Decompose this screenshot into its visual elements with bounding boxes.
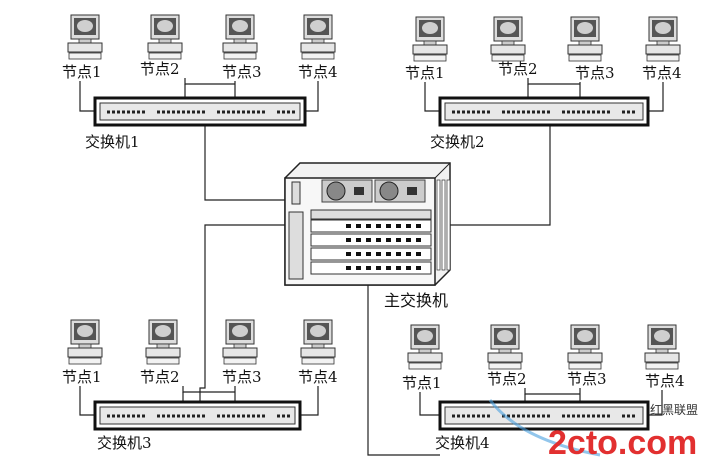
node-1-label: 节点1 [402,374,442,392]
watermark-brand: 2cto.com [548,424,698,462]
node-3-label: 节点3 [575,64,615,82]
node-3-label: 节点3 [222,368,262,386]
watermark-swoosh [488,399,601,457]
cable-switch1-main [204,125,287,201]
computer-icon [300,319,336,365]
computer-icon [67,14,103,60]
node-4-label: 节点4 [642,64,682,82]
switch-icon [438,96,650,127]
cable-switch2-main [450,125,551,226]
watermark-subtitle: 红黑联盟 [650,403,699,417]
cable-node4 [648,82,664,112]
node-4-label: 节点4 [298,63,338,81]
computer-icon [145,319,181,365]
cable-node1 [79,81,95,112]
computer-icon [300,14,336,60]
switch-2-label: 交换机2 [430,133,485,151]
computer-icon [407,324,443,370]
node-2-label: 节点2 [487,370,527,388]
switch-icon [438,400,650,431]
cable-node1 [79,386,95,416]
cable-switch3-main [199,224,287,402]
cable-node1 [419,392,440,416]
cable-node4 [648,390,663,416]
node-2-label: 节点2 [498,60,538,78]
computer-icon [490,16,526,62]
computer-icon [222,319,258,365]
node-3-label: 节点3 [567,370,607,388]
switch-icon [93,96,307,127]
computer-icon [147,14,183,60]
cable-node4 [300,386,319,416]
main-switch-label: 主交换机 [384,291,449,310]
node-4-label: 节点4 [645,372,685,390]
node-1-label: 节点1 [62,63,102,81]
computer-icon [222,14,258,60]
cable-switch4-main [367,285,440,456]
computer-icon [487,324,523,370]
computer-icon [567,16,603,62]
fan-icon [379,181,399,201]
computer-icon [644,324,680,370]
main-switch-icon [284,162,451,286]
computer-icon [567,324,603,370]
switch-4-label: 交换机4 [435,434,490,452]
node-2-label: 节点2 [140,368,180,386]
computer-icon [67,319,103,365]
switch-1-label: 交换机1 [85,133,140,151]
cable-node1 [424,82,440,112]
node-2-label: 节点2 [140,60,180,78]
switch-3-label: 交换机3 [97,434,152,452]
node-3-label: 节点3 [222,63,262,81]
fan-icon [326,181,346,201]
switch-icon [93,400,302,431]
node-1-label: 节点1 [405,64,445,82]
computer-icon [645,16,681,62]
node-4-label: 节点4 [298,368,338,386]
cable-node4 [305,81,319,112]
computer-icon [412,16,448,62]
node-1-label: 节点1 [62,368,102,386]
